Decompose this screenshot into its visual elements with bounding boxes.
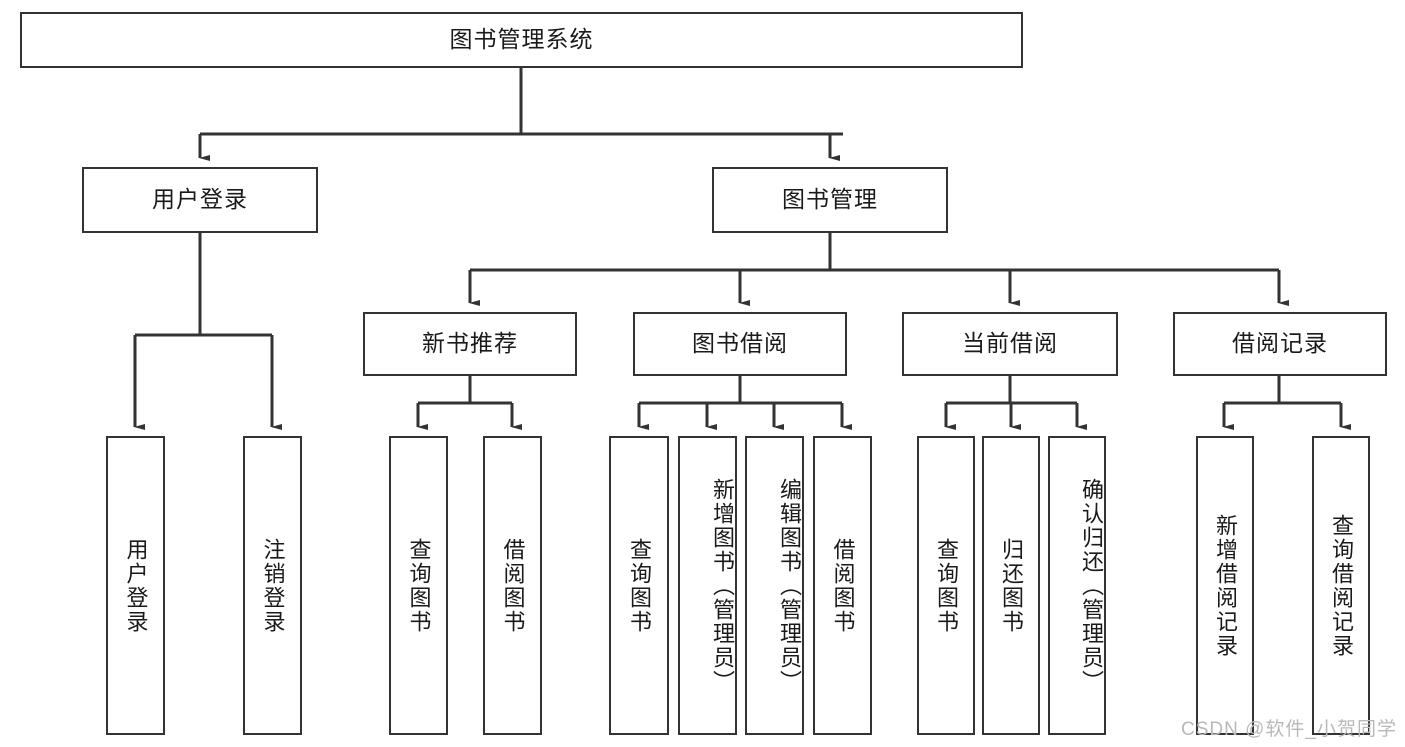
node-root[interactable]: 图书管理系统 [20,12,1023,68]
leaf-return-book[interactable]: 归还图书 [982,436,1040,735]
leaf-query-book-1[interactable]: 查询图书 [389,436,448,735]
leaf-edit-book[interactable]: 编辑图书（管理员） [745,436,804,735]
leaf-borrow-book-1[interactable]: 借阅图书 [483,436,542,735]
leaf-add-record[interactable]: 新增借阅记录 [1196,436,1254,735]
leaf-query-book-3[interactable]: 查询图书 [917,436,975,735]
leaf-user-login[interactable]: 用户登录 [106,436,165,735]
node-borrow-record[interactable]: 借阅记录 [1173,312,1387,376]
node-current-borrow[interactable]: 当前借阅 [902,312,1118,376]
node-new-book-recommend[interactable]: 新书推荐 [363,312,577,376]
leaf-confirm-return[interactable]: 确认归还（管理员） [1048,436,1106,735]
node-book-borrow[interactable]: 图书借阅 [633,312,847,376]
leaf-query-book-2[interactable]: 查询图书 [609,436,669,735]
leaf-logout[interactable]: 注销登录 [243,436,302,735]
leaf-borrow-book-2[interactable]: 借阅图书 [813,436,872,735]
node-book-manage[interactable]: 图书管理 [712,167,948,233]
node-user-login[interactable]: 用户登录 [82,167,318,233]
leaf-query-record[interactable]: 查询借阅记录 [1312,436,1370,735]
leaf-add-book[interactable]: 新增图书（管理员） [678,436,737,735]
csdn-watermark: CSDN @软件_小贺同学 [1181,719,1397,740]
